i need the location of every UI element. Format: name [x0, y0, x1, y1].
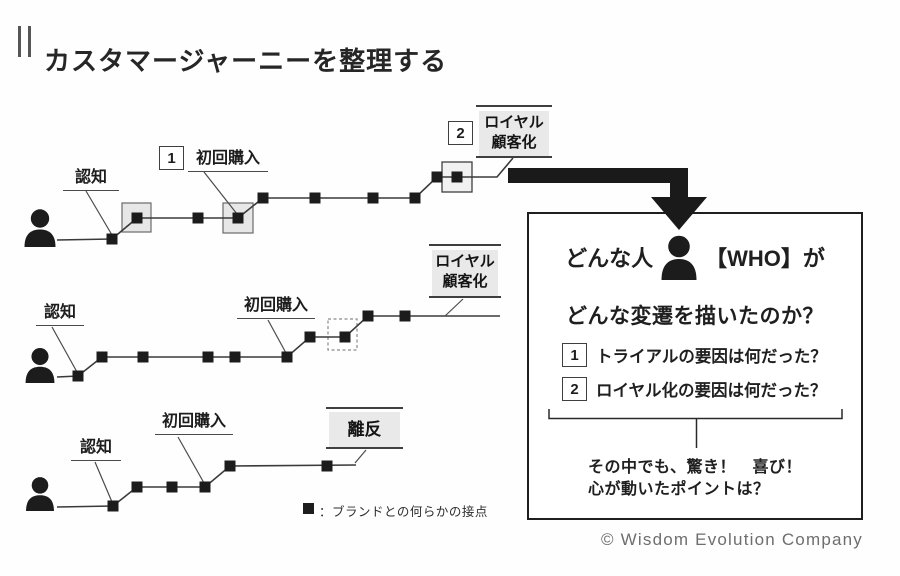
journey-1-step-number-1: 1	[159, 146, 184, 170]
journey-1-first-purchase-label: 初回購入	[188, 150, 268, 172]
question-2-number: 2	[562, 377, 587, 401]
question-1-row: 1 トライアルの要因は何だった？	[562, 343, 827, 367]
journey-2-loyal-label: ロイヤル 顧客化	[432, 250, 498, 297]
question-1-number: 1	[562, 343, 587, 367]
label-rule	[326, 407, 403, 409]
journey-3-churn-label: 離反	[329, 412, 400, 447]
who-panel: どんな人 【WHO】が どんな変遷を描いたのか？ 1 トライアルの要因は何だった…	[527, 212, 863, 520]
journey-2-awareness-label: 認知	[36, 304, 84, 326]
panel-prompt-line-1: その中でも、驚き！ 喜び！	[588, 459, 803, 476]
legend-text: ：ブランドとの何らかの接点	[319, 505, 488, 519]
question-2-text: ロイヤル化の要因は何だった？	[596, 382, 827, 400]
who-line: どんな人 【WHO】が	[529, 234, 861, 280]
journey-2-first-purchase-label: 初回購入	[237, 297, 315, 319]
person-icon	[661, 235, 697, 280]
page-title: カスタマージャーニーを整理する	[44, 46, 448, 77]
journey-1-awareness-label: 認知	[63, 169, 119, 191]
copyright-text: © Wisdom Evolution Company	[601, 530, 863, 549]
journey-3-awareness-label: 認知	[71, 439, 121, 461]
question-1-text: トライアルの要因は何だった？	[596, 348, 827, 366]
question-2-row: 2 ロイヤル化の要因は何だった？	[562, 377, 827, 401]
who-line-pre: どんな人	[565, 246, 654, 271]
journey-3-first-purchase-label: 初回購入	[155, 413, 233, 435]
panel-question: どんな変遷を描いたのか？	[566, 305, 824, 328]
panel-prompt: その中でも、驚き！ 喜び！ 心が動いたポイントは？	[588, 457, 802, 501]
touchpoint-marker-icon	[303, 503, 314, 514]
journey-1-loyal-label: ロイヤル 顧客化	[479, 111, 549, 157]
title-accent-bars-icon	[18, 26, 31, 57]
who-line-post: 【WHO】が	[705, 246, 825, 271]
journey-1-step-number-2: 2	[448, 121, 473, 145]
legend: ：ブランドとの何らかの接点	[303, 501, 488, 520]
label-rule	[429, 244, 501, 246]
label-rule	[429, 296, 501, 298]
label-rule	[326, 447, 403, 449]
label-rule	[476, 156, 552, 158]
label-rule	[476, 105, 552, 107]
panel-prompt-line-2: 心が動いたポイントは？	[588, 481, 770, 498]
